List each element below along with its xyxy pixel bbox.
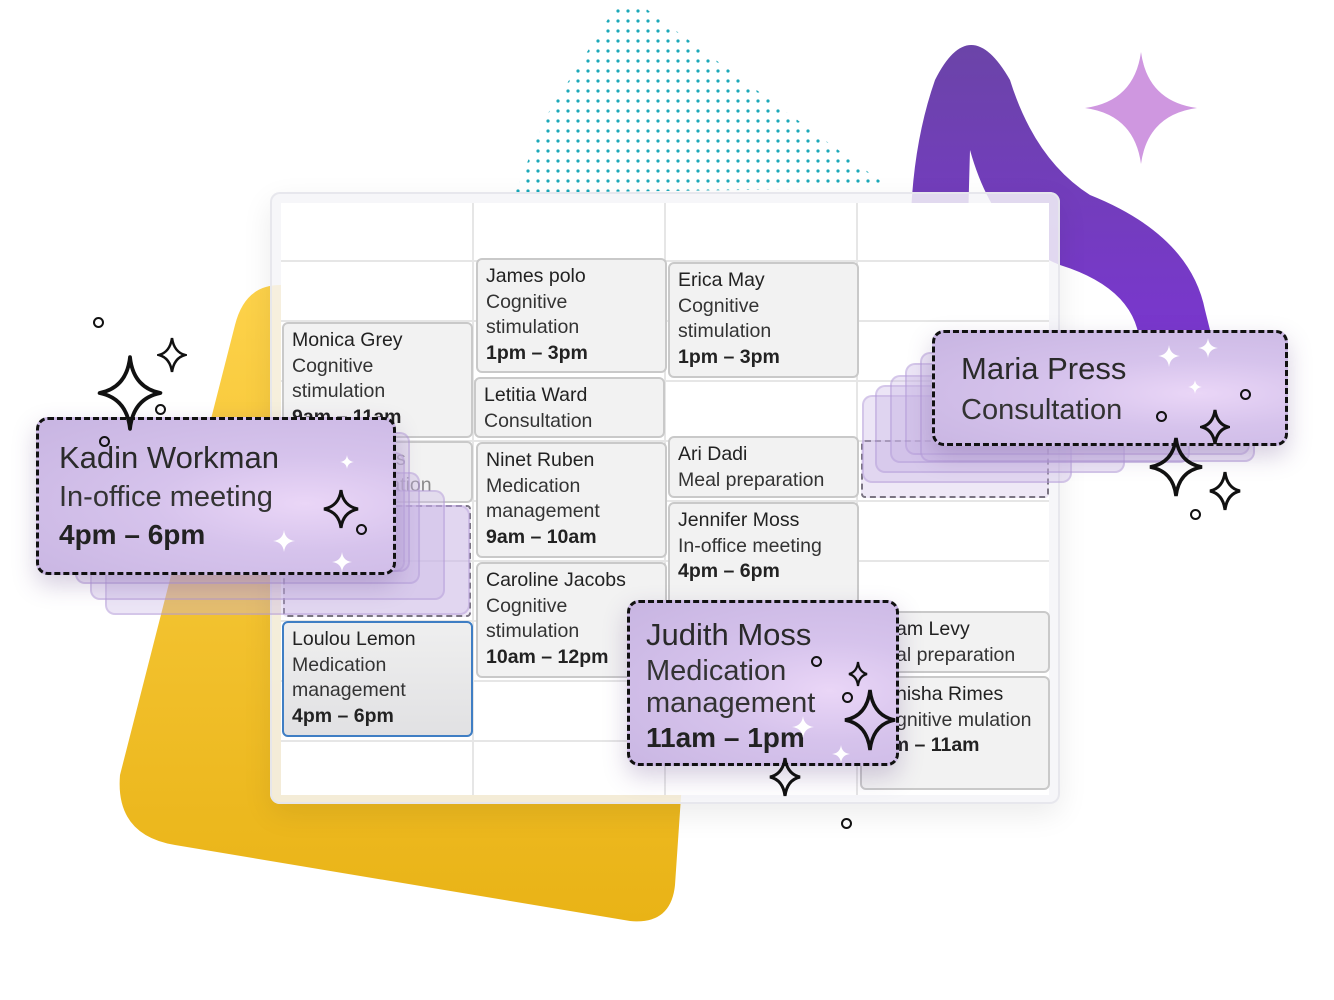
sparkle-icon: [792, 716, 814, 738]
event-name: Monica Grey: [292, 329, 403, 351]
event-type: In-office meeting: [678, 534, 822, 557]
drag-card-type: In-office meeting: [59, 481, 273, 513]
event-name: hisha Rimes: [896, 683, 1004, 705]
event-card-jennifer-moss[interactable]: Jennifer Moss In-office meeting 4pm – 6p…: [668, 502, 859, 618]
sparkle-icon: [332, 552, 352, 572]
purple-swirl-decoration: [910, 45, 1215, 350]
grid-divider: [472, 203, 474, 795]
ring-decoration: [811, 656, 822, 667]
grid-divider: [281, 380, 1049, 382]
event-time: 10am – 12pm: [486, 645, 609, 668]
drag-card-maria-press[interactable]: Maria Press Consultation: [932, 330, 1288, 446]
event-time: 1pm – 3pm: [678, 345, 780, 368]
event-name: Ninet Ruben: [486, 449, 595, 471]
event-time: 9am – 10am: [486, 525, 597, 548]
event-name: Erica May: [678, 269, 765, 291]
drag-card-judith-moss[interactable]: Judith Moss Medication management 11am –…: [627, 600, 899, 766]
event-name: am Levy: [896, 618, 970, 640]
event-name: James polo: [486, 265, 586, 287]
drag-card-name: Judith Moss: [646, 617, 812, 652]
event-name: Loulou Lemon: [292, 628, 416, 650]
sparkle-outline-icon: [1200, 409, 1230, 445]
ring-decoration: [155, 404, 166, 415]
ring-decoration: [1156, 411, 1167, 422]
ring-decoration: [93, 317, 104, 328]
event-name: Letitia Ward: [484, 384, 588, 406]
ring-decoration: [1190, 509, 1201, 520]
sparkle-icon: [1158, 345, 1180, 367]
event-card-loulou-lemon[interactable]: Loulou Lemon Medication management 4pm –…: [282, 621, 473, 737]
event-card-james-polo[interactable]: James polo Cognitive stimulation 1pm – 3…: [476, 258, 667, 373]
sparkle-outline-icon: [1149, 437, 1203, 497]
event-type: Meal preparation: [678, 468, 825, 491]
drag-card-name: Maria Press: [961, 351, 1127, 386]
grid-divider: [856, 203, 858, 795]
event-name: Ari Dadi: [678, 443, 748, 465]
drag-card-time: 4pm – 6pm: [59, 519, 206, 550]
grid-divider: [281, 560, 1049, 562]
ring-decoration: [842, 692, 853, 703]
drag-card-type: Medication management: [646, 655, 816, 719]
grid-divider: [281, 440, 1049, 442]
event-name: Jennifer Moss: [678, 509, 800, 531]
ring-decoration: [841, 818, 852, 829]
dotted-triangle-decoration: [515, 8, 890, 193]
drag-card-kadin-workman[interactable]: Kadin Workman In-office meeting 4pm – 6p…: [36, 417, 396, 575]
event-type: Medication management: [486, 474, 600, 523]
event-type: Cognitive stimulation: [486, 290, 580, 339]
sparkle-outline-icon: [97, 355, 163, 431]
event-card-ninet-ruben[interactable]: Ninet Ruben Medication management 9am – …: [476, 442, 667, 558]
sparkle-icon: [1085, 52, 1197, 164]
sparkle-outline-icon: [844, 689, 896, 751]
sparkle-outline-icon: [157, 337, 187, 373]
sparkle-icon: [1198, 338, 1218, 358]
event-card-letitia-ward[interactable]: Letitia Ward Consultation: [474, 377, 665, 438]
event-card-ari-dadi[interactable]: Ari Dadi Meal preparation: [668, 436, 859, 498]
event-time: 4pm – 6pm: [678, 560, 780, 582]
drag-card-time: 11am – 1pm: [646, 722, 805, 753]
event-type: gnitive mulation: [896, 708, 1032, 731]
drop-target-placeholder: [861, 440, 1049, 498]
sparkle-outline-icon: [848, 661, 868, 687]
event-time: 4pm – 6pm: [292, 704, 394, 727]
sparkle-icon: [273, 530, 295, 552]
event-type: Cognitive stimulation: [486, 594, 580, 643]
sparkle-outline-icon: [1209, 471, 1241, 511]
sparkle-outline-icon: [769, 757, 801, 797]
sparkle-icon: [1188, 380, 1202, 394]
event-type: Cognitive stimulation: [678, 294, 772, 343]
ring-decoration: [99, 436, 110, 447]
event-time: 1pm – 3pm: [486, 341, 588, 364]
event-type: Medication management: [292, 653, 406, 702]
drag-card-type: Consultation: [961, 394, 1123, 426]
ring-decoration: [356, 524, 367, 535]
sparkle-icon: [832, 745, 850, 763]
event-card-erica-may[interactable]: Erica May Cognitive stimulation 1pm – 3p…: [668, 262, 859, 378]
event-type: Consultation: [484, 409, 593, 432]
drag-card-name: Kadin Workman: [59, 440, 279, 475]
event-type: al preparation: [896, 643, 1016, 666]
event-name: Caroline Jacobs: [486, 569, 626, 591]
sparkle-outline-icon: [323, 489, 359, 529]
sparkle-icon: [340, 455, 354, 469]
event-type: Cognitive stimulation: [292, 354, 386, 403]
ring-decoration: [1240, 389, 1251, 400]
